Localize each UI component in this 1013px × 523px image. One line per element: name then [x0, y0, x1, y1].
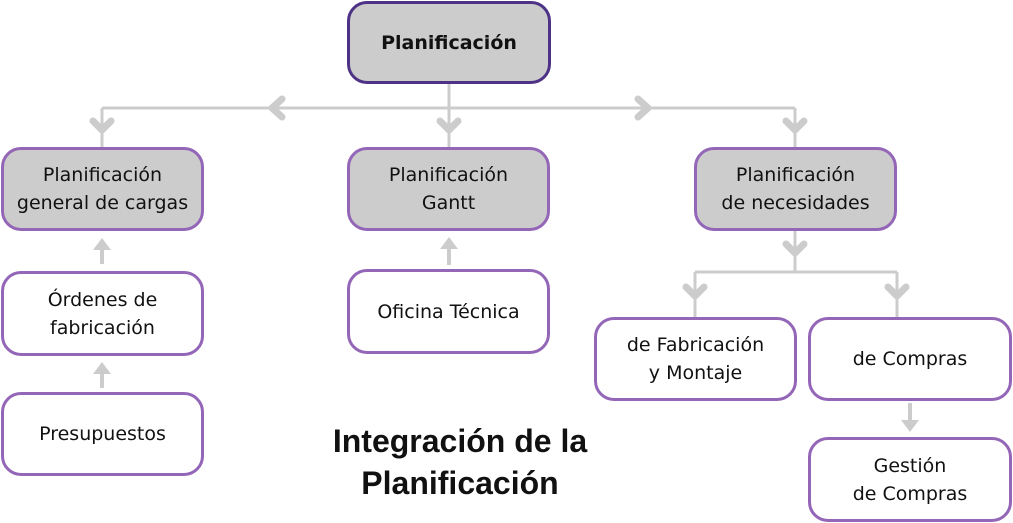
arrow-up-icon — [93, 362, 111, 388]
chevron-down-icon — [89, 117, 115, 134]
node-fabricacion-montaje: de Fabricación y Montaje — [594, 317, 797, 401]
node-planificacion-general-cargas: Planificación general de cargas — [1, 147, 204, 231]
node-planificacion: Planificación — [347, 1, 551, 84]
node-gestion-compras: Gestión de Compras — [808, 437, 1012, 522]
node-oficina-tecnica: Oficina Técnica — [347, 269, 550, 354]
arrow-up-icon — [440, 237, 458, 265]
node-de-compras: de Compras — [808, 317, 1012, 401]
node-planificacion-necesidades: Planificación de necesidades — [694, 147, 897, 231]
node-ordenes-fabricacion: Órdenes de fabricación — [1, 271, 204, 356]
arrow-down-icon — [901, 403, 919, 432]
chevron-down-icon — [682, 283, 708, 300]
chevron-down-icon — [436, 117, 462, 134]
chevron-down-icon — [782, 117, 808, 134]
chevron-right-icon — [634, 95, 652, 121]
node-presupuestos: Presupuestos — [1, 392, 204, 476]
chevron-down-icon — [782, 240, 808, 257]
node-planificacion-gantt: Planificación Gantt — [347, 147, 550, 231]
chevron-down-icon — [884, 283, 910, 300]
arrow-up-icon — [93, 238, 111, 264]
chevron-left-icon — [268, 95, 286, 121]
diagram-title: Integración de la Planificación — [332, 423, 588, 501]
